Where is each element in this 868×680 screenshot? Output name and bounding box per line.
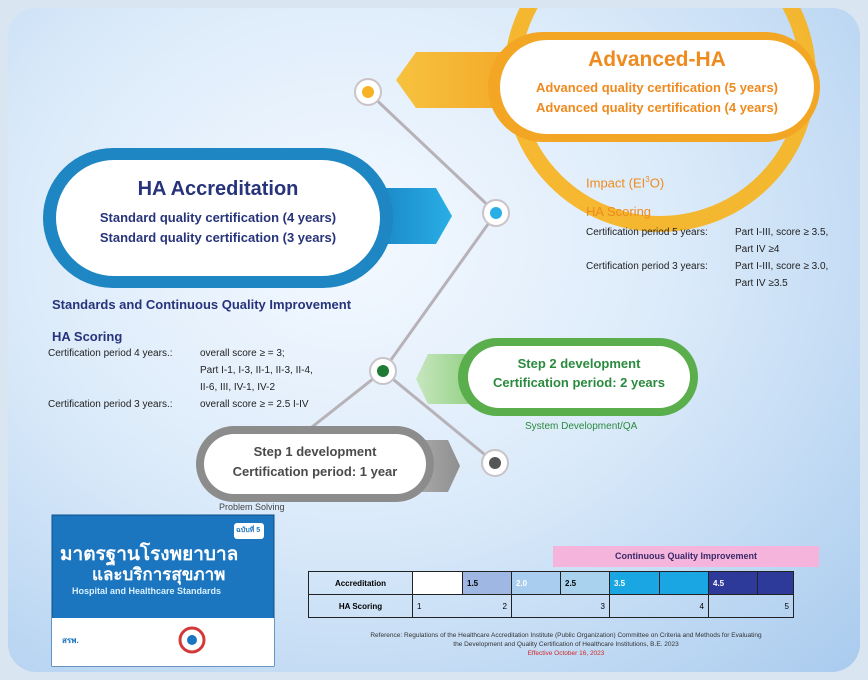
book-title-en: Hospital and Healthcare Standards [72, 586, 222, 596]
row-label-accreditation: Accreditation [308, 571, 413, 595]
row-label-ha-scoring: HA Scoring [308, 594, 413, 618]
cqi-bar [553, 546, 819, 567]
reference-effective-date: Effective October 16, 2023 [527, 650, 605, 657]
node-orange [354, 78, 382, 106]
step1-line1: Step 1 development [253, 444, 377, 459]
advanced-p5-value1: Part I-III, score ≥ 3.5, [735, 227, 829, 238]
book-title-thai2: และบริการสุขภาพ [92, 565, 226, 584]
cqi-label: Continuous Quality Improvement [614, 551, 757, 561]
step1-pill [204, 434, 426, 494]
advanced-p3-value2: Part IV ≥3.5 [735, 278, 788, 289]
scale-cell: 2.0 [511, 571, 561, 595]
accreditation-line1: Standard quality certification (4 years) [99, 210, 337, 225]
diagram-graphics [43, 8, 820, 667]
scoring-cell: 5 [708, 594, 794, 618]
step2-line1: Step 2 development [517, 356, 641, 371]
advanced-title: Advanced-HA [588, 48, 726, 71]
reference-line1: Reference: Regulations of the Healthcare… [370, 632, 762, 639]
accreditation-pill [56, 160, 380, 276]
advanced-scoring-title: HA Scoring [586, 204, 652, 219]
advanced-p5-value2: Part IV ≥4 [735, 244, 780, 255]
advanced-p5-label: Certification period 5 years: [586, 227, 708, 238]
standards-heading: Standards and Continuous Quality Improve… [52, 297, 352, 312]
certification-scale-table: Accreditation 1.5 2.0 2.5 3.5 4.5 HA Sco… [308, 571, 794, 618]
scale-cell: 3.5 [609, 571, 660, 595]
scale-cell [659, 571, 709, 595]
scoring-cell: 3 [511, 594, 610, 618]
scale-cell [412, 571, 463, 595]
scoring-cell: 4 [609, 594, 709, 618]
step2-pill [468, 346, 690, 408]
advanced-line1: Advanced quality certification (5 years) [535, 80, 779, 95]
book-cover [51, 514, 275, 667]
advanced-line2: Advanced quality certification (4 years) [535, 100, 779, 115]
step1-line2: Certification period: 1 year [232, 464, 398, 479]
accreditation-p4-value2: Part I-1, I-3, II-1, II-3, II-4, [200, 365, 313, 376]
scale-cell: 2.5 [560, 571, 610, 595]
step1-caption: Problem Solving [219, 502, 285, 512]
advanced-pill [500, 40, 814, 134]
accreditation-scoring-title: HA Scoring [52, 329, 123, 344]
accreditation-p4-value1: overall score ≥ = 3; [200, 348, 285, 359]
impact-label: Impact (EI3O) [586, 175, 665, 191]
scale-cell: 4.5 [708, 571, 758, 595]
advanced-p3-label: Certification period 3 years: [586, 261, 708, 272]
node-gray [481, 449, 509, 477]
scale-cell: 1.5 [462, 571, 512, 595]
node-green [369, 357, 397, 385]
node-blue [482, 199, 510, 227]
table-row-accreditation: Accreditation 1.5 2.0 2.5 3.5 4.5 [308, 571, 794, 595]
accreditation-p3-label: Certification period 3 years.: [48, 399, 173, 410]
accreditation-p3-value: overall score ≥ = 2.5 I-IV [200, 399, 309, 410]
book-title-thai1: มาตรฐานโรงพยาบาล [60, 544, 239, 565]
step2-caption: System Development/QA [525, 421, 638, 432]
step2-line2: Certification period: 2 years [493, 375, 665, 390]
accreditation-p4-value3: II-6, III, IV-1, IV-2 [200, 382, 276, 393]
accreditation-title: HA Accreditation [137, 178, 299, 200]
accreditation-line2: Standard quality certification (3 years) [99, 230, 337, 245]
accreditation-p4-label: Certification period 4 years.: [48, 348, 173, 359]
book-badge: ฉบับที่ 5 [236, 527, 261, 534]
diagram-frame: Advanced-HA Advanced quality certificati… [8, 8, 860, 672]
scale-cell [757, 571, 794, 595]
reference-line2: the Development and Quality Certificatio… [453, 641, 679, 648]
advanced-p3-value1: Part I-III, score ≥ 3.0, [735, 261, 829, 272]
book-logo: สรพ. [62, 636, 79, 645]
